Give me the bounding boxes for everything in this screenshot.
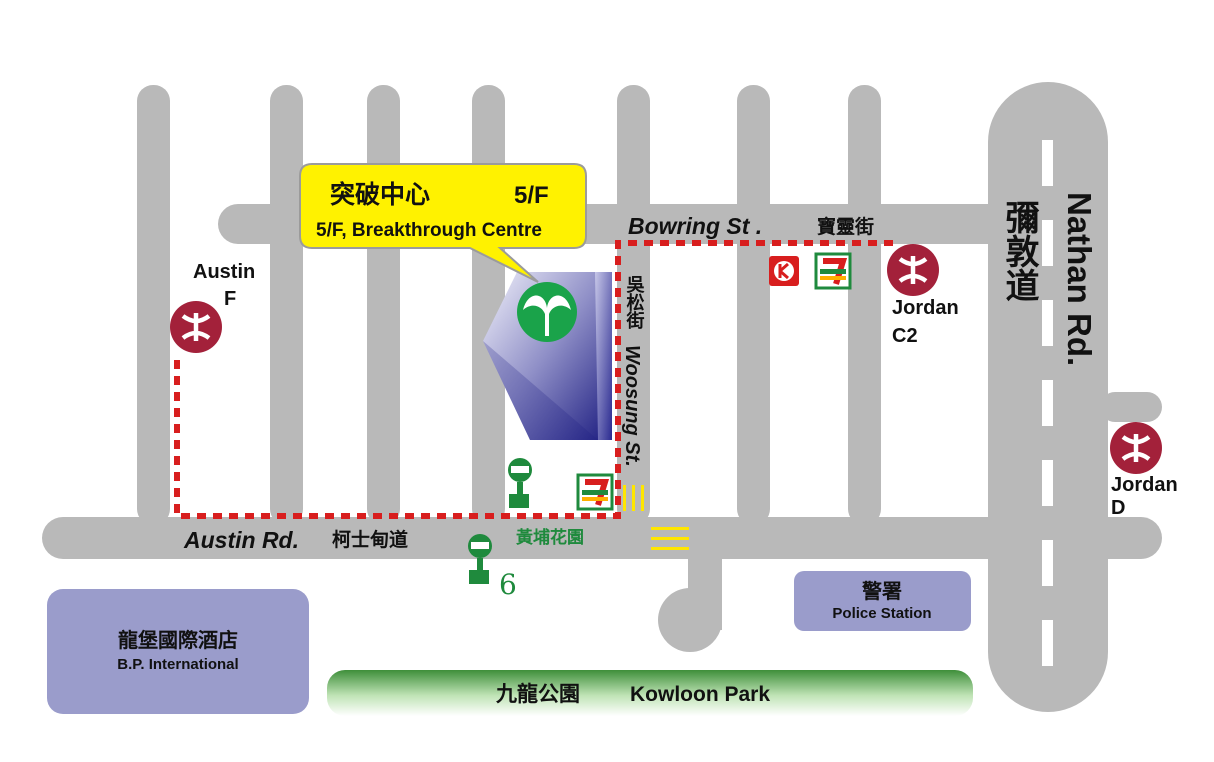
mtr-jordan-d-exit: D: [1111, 497, 1125, 519]
mtr-jordan-c2-exit: C2: [892, 325, 918, 347]
police-station-cn: 警署: [862, 579, 902, 603]
bus-route-number: 6: [499, 568, 517, 601]
walking-route: [174, 240, 900, 519]
vertical-street-6: [737, 85, 770, 525]
vertical-street-4: [472, 85, 505, 525]
bowring-street-label: Bowring St .: [628, 213, 762, 239]
crosswalk-austin: [651, 527, 689, 550]
side-street-right: [1100, 392, 1162, 422]
mtr-austin-exit: F: [224, 288, 236, 310]
police-station-block: [794, 571, 971, 631]
seven-eleven-icon: [814, 252, 852, 290]
woosung-street-label: Woosung St.: [621, 345, 643, 467]
circle-k-icon: [769, 256, 799, 286]
austin-road-label: Austin Rd.: [183, 527, 299, 553]
mtr-austin-name: Austin: [193, 261, 255, 283]
mtr-exit-austin-f: [170, 301, 222, 353]
nathan-road-label: Nathan Rd.: [1061, 192, 1098, 366]
nathan-lane-markings: [1042, 140, 1053, 666]
callout-title: 突破中心: [330, 180, 430, 209]
callout-bubble: [299, 163, 587, 283]
kowloon-park-cn: 九龍公園: [495, 682, 580, 706]
mtr-exit-jordan-c2: [887, 244, 939, 296]
mtr-exit-jordan-d: [1110, 422, 1162, 474]
bus-stop-label: 黃埔花園: [515, 527, 584, 548]
callout-floor: 5/F: [514, 182, 549, 209]
austin-road-cn-label: 柯士甸道: [332, 528, 408, 551]
mtr-jordan-d-name: Jordan: [1111, 474, 1178, 496]
crosswalk-woosung: [623, 485, 644, 511]
seven-eleven-icon: [576, 473, 614, 511]
austin-road: [42, 517, 1162, 559]
bus-stop-icon: [508, 458, 532, 508]
bowring-street-cn-label: 寶靈街: [817, 215, 874, 238]
kowloon-park-en: Kowloon Park: [630, 683, 770, 706]
building-logo-icon: [517, 282, 577, 342]
police-station-en: Police Station: [832, 605, 931, 622]
cul-de-sac-end: [658, 588, 722, 652]
vertical-street-7: [848, 85, 881, 525]
bp-international-cn: 龍堡國際酒店: [118, 628, 238, 652]
woosung-street-road: [617, 85, 650, 525]
vertical-street-2: [270, 85, 303, 525]
woosung-street-cn-label: 吳松街: [624, 275, 646, 330]
bp-international-en: B.P. International: [117, 656, 238, 673]
kowloon-park-block: [327, 670, 973, 716]
vertical-street-3: [367, 85, 400, 525]
mtr-jordan-c2-name: Jordan: [892, 297, 959, 319]
bp-international-block: [47, 589, 309, 714]
nathan-road-cn-label: 彌敦道: [999, 200, 1039, 302]
callout-subtitle: 5/F, Breakthrough Centre: [316, 220, 542, 241]
bus-stop-icon: [468, 534, 492, 584]
vertical-street-1: [137, 85, 170, 525]
